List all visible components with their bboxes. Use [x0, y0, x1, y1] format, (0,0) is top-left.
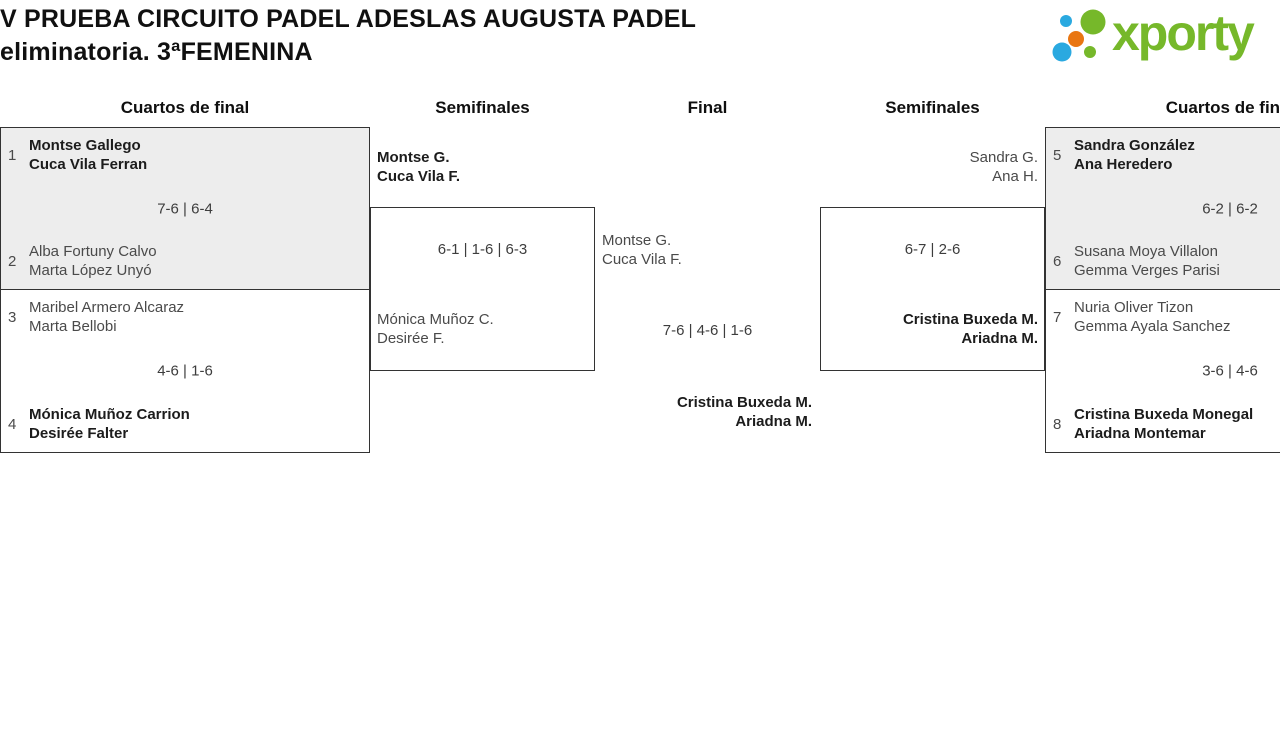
team-seed8: 8 Cristina Buxeda Monegal Ariadna Montem…	[1053, 405, 1253, 443]
player-name: Cristina Buxeda Monegal	[1074, 406, 1254, 423]
seed-number: 2	[8, 252, 17, 270]
team-seed1: 1 Montse Gallego Cuca Vila Ferran	[8, 136, 147, 174]
match-score: 6-7 | 2-6	[904, 241, 961, 258]
xporty-logo[interactable]: xporty	[1048, 2, 1255, 73]
match-score: 4-6 | 1-6	[157, 362, 213, 380]
seed-number: 1	[8, 146, 17, 164]
round-header-final: Final	[687, 98, 728, 117]
player-name: Marta López Unyó	[29, 262, 152, 279]
match-score: 7-6 | 4-6 | 1-6	[662, 322, 753, 339]
player-name: Mónica Muñoz C.	[377, 311, 494, 328]
player-name: Susana Moya Villalon	[1074, 243, 1218, 260]
match-score: 7-6 | 6-4	[157, 200, 213, 217]
match-score: 3-6 | 4-6	[1202, 362, 1258, 380]
sf-right-team-top: Sandra G. Ana H.	[970, 148, 1038, 186]
player-name: Marta Bellobi	[29, 318, 117, 335]
match-score: 6-2 | 6-2	[1202, 200, 1258, 217]
team-seed7: 7 Nuria Oliver Tizon Gemma Ayala Sanchez	[1053, 298, 1230, 336]
player-name: Gemma Ayala Sanchez	[1074, 318, 1231, 335]
team-seed2: 2 Alba Fortuny Calvo Marta López Unyó	[8, 242, 157, 280]
seed-number: 6	[1053, 252, 1062, 270]
sf-left-team-top: Montse G. Cuca Vila F.	[377, 148, 460, 186]
player-name: Mónica Muñoz Carrion	[29, 406, 190, 423]
match-score: 6-1 | 1-6 | 6-3	[437, 241, 528, 258]
match-box-sf-left[interactable]	[370, 207, 595, 371]
player-name: Gemma Verges Parisi	[1074, 262, 1220, 279]
player-name: Cuca Vila F.	[602, 251, 682, 268]
seed-number: 4	[8, 415, 17, 433]
player-name: Cuca Vila Ferran	[29, 156, 148, 173]
team-seed4: 4 Mónica Muñoz Carrion Desirée Falter	[8, 405, 190, 443]
page-title: V PRUEBA CIRCUITO PADEL ADESLAS AUGUSTA …	[0, 3, 696, 69]
page-title-line1: V PRUEBA CIRCUITO PADEL ADESLAS AUGUSTA …	[0, 5, 697, 33]
final-team-bottom: Cristina Buxeda M. Ariadna M.	[677, 393, 812, 431]
seed-number: 8	[1053, 415, 1062, 433]
player-name: Alba Fortuny Calvo	[29, 243, 157, 260]
player-name: Ariadna M.	[735, 413, 812, 430]
match-box-sf-right[interactable]	[820, 207, 1045, 371]
match-box-qf3[interactable]: 5 Sandra González Ana Heredero 6-2 | 6-2…	[1045, 127, 1280, 290]
team-seed6: 6 Susana Moya Villalon Gemma Verges Pari…	[1053, 242, 1220, 280]
seed-number: 3	[8, 308, 17, 326]
player-name: Maribel Armero Alcaraz	[29, 299, 185, 316]
sf-right-team-bottom: Cristina Buxeda M. Ariadna M.	[903, 310, 1038, 348]
round-header-quarterfinals-right: Cuartos de final	[1165, 98, 1280, 117]
player-name: Ana H.	[992, 168, 1038, 185]
player-name: Ariadna M.	[961, 330, 1038, 347]
team-seed3: 3 Maribel Armero Alcaraz Marta Bellobi	[8, 298, 184, 336]
match-box-qf1[interactable]: 1 Montse Gallego Cuca Vila Ferran 7-6 | …	[0, 127, 370, 290]
player-name: Ana Heredero	[1074, 156, 1173, 173]
round-header-semifinals-left: Semifinales	[435, 98, 530, 117]
player-name: Nuria Oliver Tizon	[1074, 299, 1194, 316]
player-name: Ariadna Montemar	[1074, 425, 1206, 442]
player-name: Sandra González	[1074, 137, 1195, 154]
player-name: Cristina Buxeda M.	[676, 394, 812, 411]
sf-left-team-bottom: Mónica Muñoz C. Desirée F.	[377, 310, 494, 348]
seed-number: 7	[1053, 308, 1062, 326]
round-header-quarterfinals-left: Cuartos de final	[120, 98, 250, 117]
xporty-logo-text: xporty	[1112, 5, 1255, 61]
player-name: Montse G.	[377, 149, 450, 166]
round-header-semifinals-right: Semifinales	[885, 98, 980, 117]
player-name: Desirée Falter	[29, 425, 129, 442]
match-box-qf2[interactable]: 3 Maribel Armero Alcaraz Marta Bellobi 4…	[0, 289, 370, 453]
xporty-logo-dots-icon	[1048, 2, 1110, 73]
player-name: Desirée F.	[377, 330, 445, 347]
player-name: Sandra G.	[969, 149, 1038, 166]
player-name: Cristina Buxeda M.	[902, 311, 1038, 328]
seed-number: 5	[1053, 146, 1062, 164]
match-box-qf4[interactable]: 7 Nuria Oliver Tizon Gemma Ayala Sanchez…	[1045, 289, 1280, 453]
player-name: Montse Gallego	[29, 137, 141, 154]
team-seed5: 5 Sandra González Ana Heredero	[1053, 136, 1195, 174]
page-title-line2: eliminatoria. 3ªFEMENINA	[0, 38, 313, 66]
player-name: Cuca Vila F.	[377, 168, 461, 185]
final-team-top: Montse G. Cuca Vila F.	[602, 231, 682, 269]
player-name: Montse G.	[602, 232, 672, 249]
